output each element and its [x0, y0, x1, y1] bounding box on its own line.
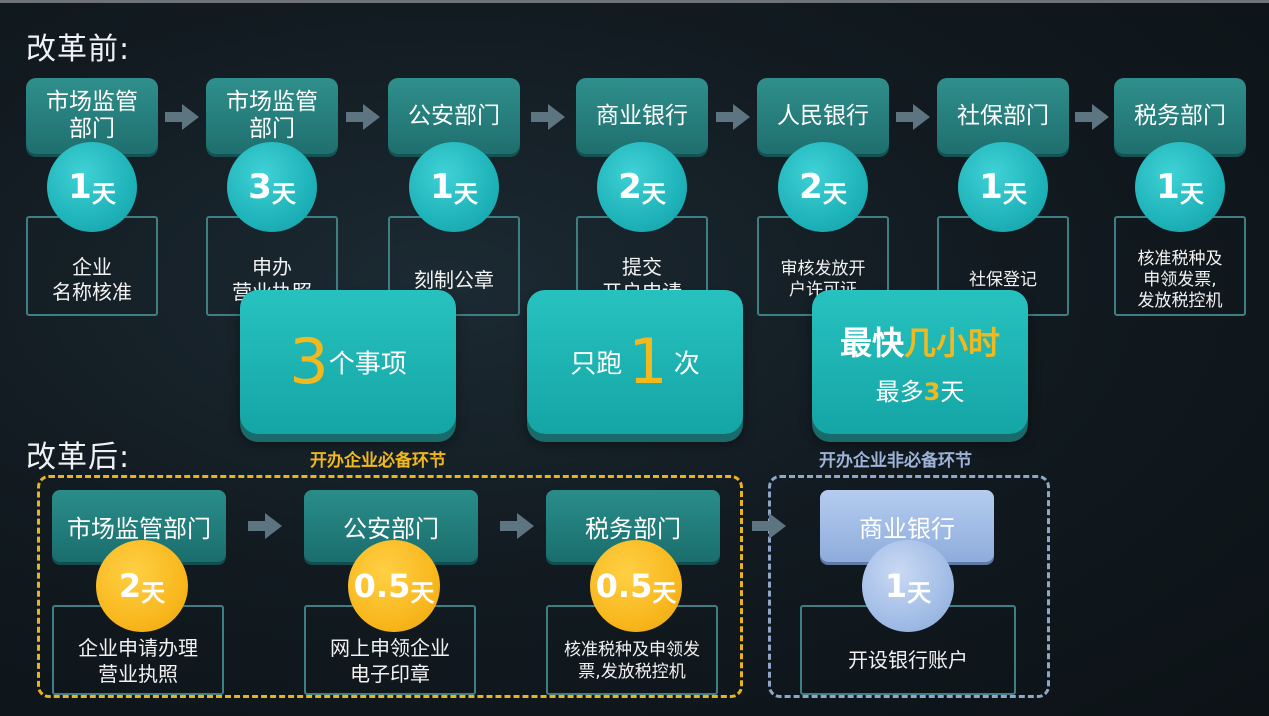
highlight-three-text: 个事项: [328, 349, 407, 380]
before-step-days-unit: 天: [1002, 179, 1027, 208]
before-step-department: 税务部门: [1114, 78, 1246, 154]
fast-text-a: 最快: [839, 323, 904, 362]
before-step-days-unit: 天: [453, 179, 478, 208]
highlight-three-number: 3: [289, 325, 329, 398]
after-step-days-number: 0.5: [595, 567, 653, 605]
after-step-days-unit: 天: [410, 578, 435, 607]
required-group-label: 开办企业必备环节: [310, 451, 446, 471]
before-step-days-unit: 天: [822, 179, 847, 208]
before-step-days-unit: 天: [271, 179, 296, 208]
before-step-days-number: 1: [430, 167, 454, 207]
flow-arrow-icon: [165, 104, 199, 130]
before-step-department: 公安部门: [388, 78, 520, 154]
before-step-days-number: 2: [618, 167, 642, 207]
flow-arrow-icon: [752, 513, 786, 539]
before-step-department: 人民银行: [757, 78, 889, 154]
most-text-b: 3: [923, 377, 941, 406]
before-step-days-number: 1: [68, 167, 92, 207]
before-step-days-unit: 天: [1179, 179, 1204, 208]
most-text-a: 最多: [875, 377, 924, 406]
after-step-days-unit: 天: [652, 578, 677, 607]
top-border-line: [0, 0, 1269, 3]
fast-text-b: 几小时: [904, 323, 1001, 362]
flow-arrow-icon: [715, 104, 750, 130]
required-steps-group: [37, 475, 743, 698]
highlight-run-pre: 只跑: [570, 349, 623, 380]
flow-arrow-icon: [896, 104, 930, 130]
before-step-days-number: 3: [248, 167, 272, 207]
flow-arrow-icon: [1074, 104, 1109, 130]
after-reform-title: 改革后:: [26, 440, 131, 475]
before-step-days-unit: 天: [91, 179, 116, 208]
optional-steps-group: [768, 475, 1050, 698]
after-optional-days-unit: 天: [907, 578, 932, 607]
before-step-department: 市场监管部门: [26, 78, 158, 154]
after-step-days-unit: 天: [141, 578, 166, 607]
after-step-days-number: 0.5: [353, 567, 411, 605]
before-step: 商业银行2天提交开户申请: [576, 78, 708, 318]
flow-arrow-icon: [248, 513, 282, 539]
highlight-fastest: 最快几小时 最多3天: [812, 290, 1028, 434]
before-step-department: 社保部门: [937, 78, 1069, 154]
most-text-c: 天: [940, 377, 965, 406]
after-step-days-number: 2: [118, 567, 142, 605]
before-step-department: 市场监管部门: [206, 78, 338, 154]
highlight-run-post: 次: [673, 349, 700, 380]
before-step: 市场监管部门3天申办营业执照: [206, 78, 338, 318]
after-step-description: 网上申领企业电子印章: [304, 605, 476, 695]
before-step-days-number: 1: [979, 167, 1003, 207]
before-step-days-number: 1: [1156, 167, 1180, 207]
optional-group-label: 开办企业非必备环节: [819, 451, 972, 471]
before-step-description: 企业名称核准: [26, 216, 158, 316]
before-reform-title: 改革前:: [26, 32, 131, 67]
flow-arrow-icon: [346, 104, 380, 130]
highlight-run-number: 1: [628, 325, 668, 398]
flow-arrow-icon: [531, 104, 565, 130]
after-optional-days-number: 1: [884, 567, 908, 605]
before-step-days-unit: 天: [641, 179, 666, 208]
flow-arrow-icon: [500, 513, 534, 539]
before-step-days-number: 2: [799, 167, 823, 207]
before-step-department: 商业银行: [576, 78, 708, 154]
highlight-three-items: 3个事项: [240, 290, 456, 434]
